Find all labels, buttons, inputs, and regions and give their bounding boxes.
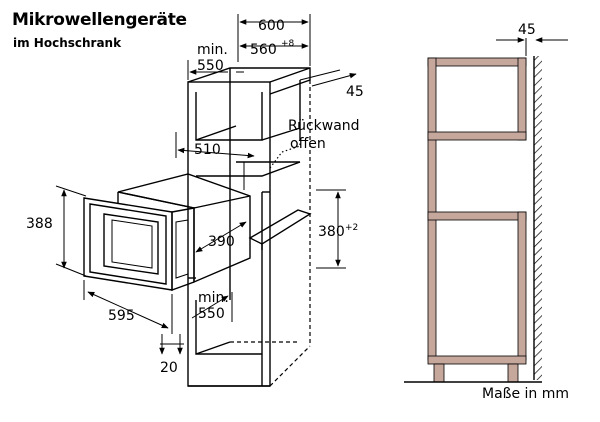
upper-shelf — [427, 131, 527, 141]
front-side-panel — [427, 57, 437, 361]
side-section-view: 45 — [404, 22, 568, 383]
label-appliance-width: 595 — [108, 308, 135, 324]
front-foot — [433, 363, 445, 383]
niche-shelf — [427, 211, 527, 221]
label-appliance-height: 388 — [26, 216, 53, 232]
label-niche-width: 560 — [250, 42, 277, 58]
label-min: min. — [197, 42, 228, 58]
units-note: Maße in mm — [482, 386, 570, 402]
label-front-offset: 20 — [160, 360, 178, 376]
label-depth-min: min. — [198, 290, 229, 306]
label-depth-min-value: 550 — [198, 306, 225, 322]
label-back-wall: Rückwand — [288, 118, 360, 134]
lower-back-panel — [517, 211, 527, 361]
label-side-gap: 45 — [346, 84, 364, 100]
cabinet-outline — [187, 67, 312, 387]
bottom-board — [427, 355, 527, 365]
label-side-view-gap: 45 — [518, 22, 536, 38]
label-niche-height-tol: +2 — [345, 223, 358, 233]
upper-back-panel — [517, 57, 527, 141]
top-board — [427, 57, 527, 67]
label-niche-width-tol: +8 — [281, 39, 295, 49]
microwave-appliance — [83, 173, 251, 291]
label-niche-width-min: 550 — [197, 58, 224, 74]
rear-foot — [507, 363, 519, 383]
dimension-lines — [55, 14, 357, 355]
label-niche-depth: 510 — [194, 142, 221, 158]
dimension-labels: 600 min. 560 +8 550 45 Rückwand offen 51… — [26, 18, 364, 376]
label-cabinet-width: 600 — [258, 18, 285, 34]
label-appliance-depth: 390 — [208, 234, 235, 250]
label-niche-height: 380 — [318, 224, 345, 240]
diagram-title: Mikrowellengeräte — [12, 10, 187, 30]
diagram-subtitle: im Hochschrank — [13, 36, 122, 50]
label-back-open: offen — [290, 136, 326, 152]
